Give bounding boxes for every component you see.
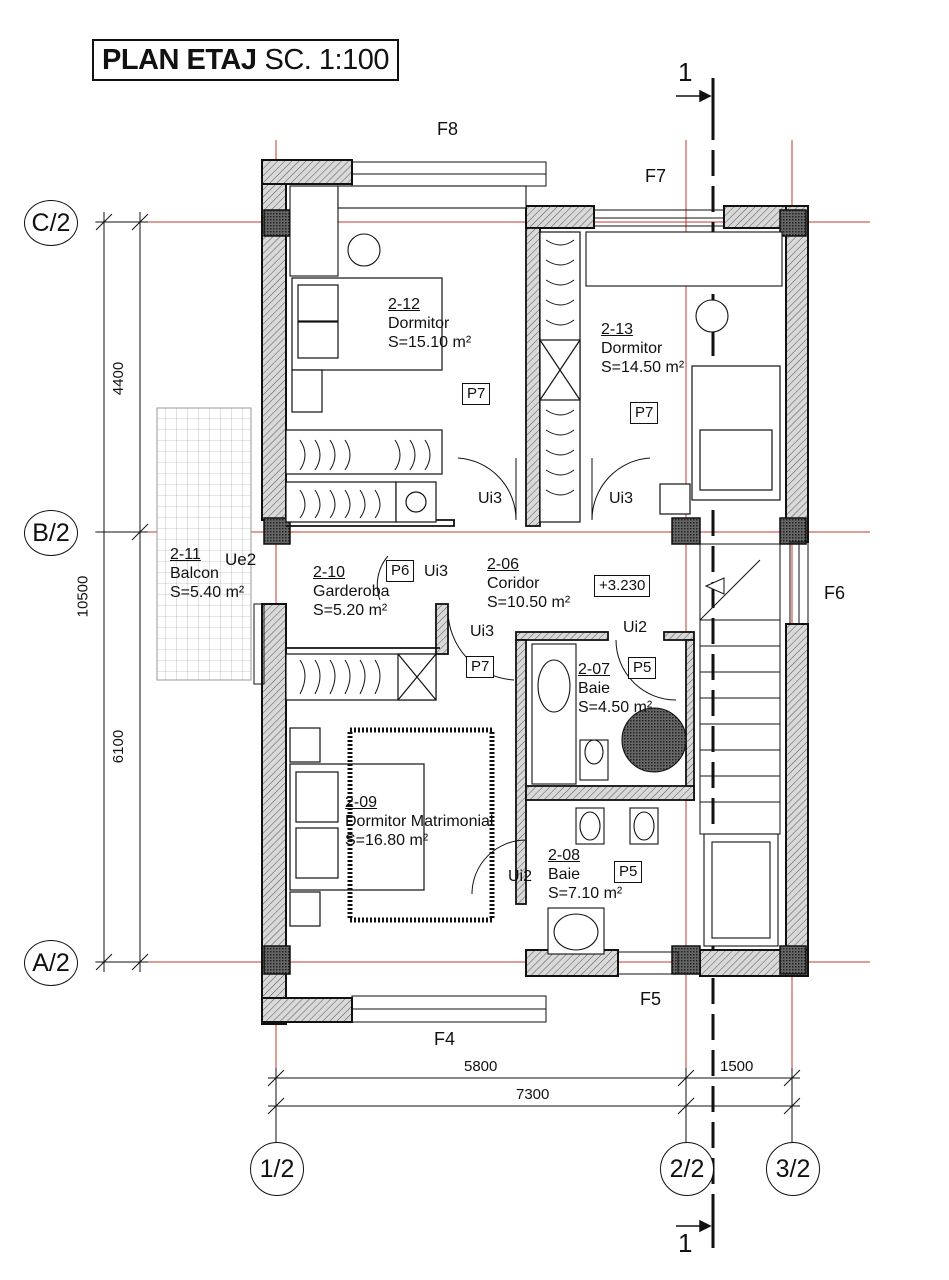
door-label: Ui3 bbox=[424, 563, 449, 580]
axis-bubble-2-2: 2/2 bbox=[660, 1142, 714, 1196]
section-marker-bottom: 1 bbox=[678, 1228, 693, 1258]
room-2-12-label: 2-12 Dormitor S=15.10 m² bbox=[388, 295, 471, 352]
dimension-lines bbox=[95, 212, 801, 1116]
door-label: Ui3 bbox=[470, 623, 495, 640]
room-2-06-label: 2-06 Coridor S=10.50 m² bbox=[487, 555, 570, 612]
fixtures bbox=[531, 643, 779, 955]
room-area: S=10.50 m² bbox=[487, 594, 571, 611]
title-scale: SC. 1:100 bbox=[264, 43, 389, 76]
door-swings bbox=[376, 457, 677, 895]
door-tag: P7 bbox=[462, 383, 491, 405]
door-label: Ui2 bbox=[623, 619, 648, 636]
room-2-13-label: 2-13 Dormitor S=14.50 m² bbox=[601, 320, 684, 377]
room-code: 2-13 bbox=[601, 321, 634, 338]
door-tag: P7 bbox=[630, 402, 659, 424]
desks bbox=[289, 185, 783, 333]
dim-10500: 10500 bbox=[74, 575, 92, 618]
section-arrows bbox=[676, 89, 712, 1233]
room-area: S=5.40 m² bbox=[170, 584, 245, 601]
door-tag: P5 bbox=[614, 861, 643, 883]
room-code: 2-09 bbox=[345, 794, 378, 811]
drawing-title: PLAN ETAJ SC. 1:100 bbox=[92, 39, 399, 81]
axis-bubble-1-2: 1/2 bbox=[250, 1142, 304, 1196]
room-2-11-label: 2-11 Balcon S=5.40 m² bbox=[170, 545, 244, 602]
facade-label-f7: F7 bbox=[645, 166, 667, 186]
room-area: S=7.10 m² bbox=[548, 885, 623, 902]
title-main: PLAN ETAJ bbox=[102, 43, 257, 76]
door-tag: P7 bbox=[466, 656, 495, 678]
columns bbox=[263, 209, 807, 975]
staircase bbox=[699, 543, 781, 835]
room-code: 2-06 bbox=[487, 556, 520, 573]
door-tag: P6 bbox=[386, 560, 415, 582]
dim-7300: 7300 bbox=[516, 1086, 550, 1103]
door-label-ue2: Ue2 bbox=[225, 550, 257, 569]
facade-label-f5: F5 bbox=[640, 989, 662, 1009]
room-area: S=16.80 m² bbox=[345, 832, 429, 849]
room-name: Dormitor bbox=[388, 315, 450, 332]
bubble-leaders bbox=[275, 1114, 793, 1142]
door-label: Ui3 bbox=[609, 490, 634, 507]
interior-walls bbox=[286, 227, 695, 905]
facade-label-f4: F4 bbox=[434, 1029, 456, 1049]
dim-4400: 4400 bbox=[110, 361, 128, 396]
room-area: S=5.20 m² bbox=[313, 602, 388, 619]
level-tag: +3.230 bbox=[594, 575, 651, 597]
room-2-09-label: 2-09 Dormitor Matrimonial S=16.80 m² bbox=[345, 793, 493, 850]
room-code: 2-12 bbox=[388, 296, 421, 313]
room-code: 2-10 bbox=[313, 564, 346, 581]
hangers bbox=[299, 239, 575, 695]
room-name: Balcon bbox=[170, 565, 219, 582]
room-area: S=4.50 m² bbox=[578, 699, 653, 716]
room-code: 2-11 bbox=[170, 546, 201, 563]
room-2-07-label: 2-07 Baie S=4.50 m² bbox=[578, 660, 652, 717]
door-label: Ui2 bbox=[508, 868, 533, 885]
axis-bubble-3-2: 3/2 bbox=[766, 1142, 820, 1196]
balcony-floor bbox=[156, 407, 252, 681]
dim-6100: 6100 bbox=[110, 729, 128, 764]
room-name: Dormitor Matrimonial bbox=[345, 813, 494, 830]
axis-bubble-b2: B/2 bbox=[24, 510, 78, 556]
room-name: Dormitor bbox=[601, 340, 663, 357]
axis-bubble-a2: A/2 bbox=[24, 940, 78, 986]
beds bbox=[289, 277, 781, 927]
section-marker-top: 1 bbox=[678, 57, 693, 87]
room-area: S=14.50 m² bbox=[601, 359, 685, 376]
axis-bubble-c2: C/2 bbox=[24, 200, 78, 246]
room-name: Baie bbox=[578, 680, 611, 697]
room-2-08-label: 2-08 Baie S=7.10 m² bbox=[548, 846, 622, 903]
door-label: Ui3 bbox=[478, 490, 503, 507]
room-code: 2-08 bbox=[548, 847, 581, 864]
room-name: Baie bbox=[548, 866, 581, 883]
room-2-10-label: 2-10 Garderoba S=5.20 m² bbox=[313, 563, 390, 620]
facade-label-f6: F6 bbox=[824, 583, 846, 603]
room-area: S=15.10 m² bbox=[388, 334, 472, 351]
room-code: 2-07 bbox=[578, 661, 611, 678]
room-name: Garderoba bbox=[313, 583, 390, 600]
windows bbox=[253, 161, 809, 1023]
facade-label-f8: F8 bbox=[437, 119, 459, 139]
wardrobes bbox=[285, 231, 581, 701]
dim-5800: 5800 bbox=[464, 1058, 498, 1075]
room-name: Coridor bbox=[487, 575, 540, 592]
door-tag: P5 bbox=[628, 657, 657, 679]
dim-1500: 1500 bbox=[720, 1058, 754, 1075]
